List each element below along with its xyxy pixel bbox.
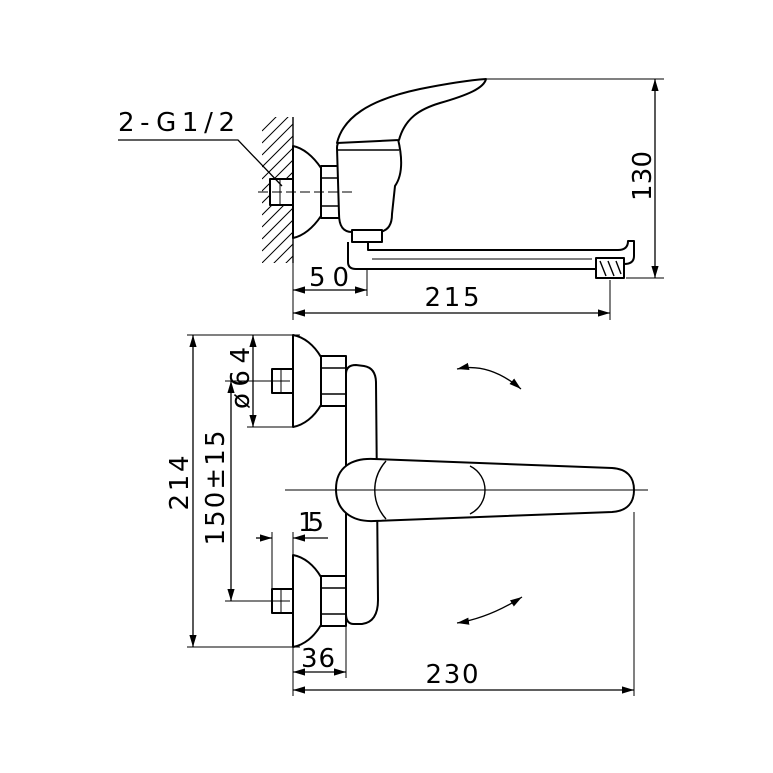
offset-label: 50 [309,263,349,293]
nut-length-label: 36 [301,644,335,674]
height-label: 130 [628,151,658,201]
overall-height-label: 214 [165,456,195,511]
spout-side [347,240,635,270]
offset-extension-lines [292,263,368,320]
center-distance-label: 150±15 [201,431,231,546]
thread-leader-line [118,139,283,187]
flange-diameter-label: ø64 [226,347,256,409]
height-extension-lines [482,78,664,279]
plan-view: 214 150±15 ø64 15 36 230 [165,334,648,696]
upper-wall-flange [292,334,322,428]
stub-length-extension-lines [271,532,294,589]
lower-rotation-arrow [456,596,523,625]
lower-hex-nut-faces [321,587,346,615]
upper-hex-nut-faces [321,367,346,395]
valve-body-side [336,138,403,233]
upper-hex-nut [320,355,347,407]
plan-projection-label: 230 [426,660,479,690]
aerator-mesh [599,260,622,277]
overall-height-extension-lines [187,334,300,648]
cartridge-nut [351,229,383,243]
thread-spec-label: 2-G1/2 [118,108,235,138]
stub-length-label: 15 [298,508,324,538]
center-distance-extension-lines [225,380,290,602]
lower-hex-nut [320,575,347,627]
lower-wall-flange [292,554,322,648]
lever-side [336,78,487,144]
side-elevation: 2-G1/2 130 50 215 [118,78,664,320]
upper-rotation-arrow [456,362,522,390]
side-projection-label: 215 [425,283,480,313]
